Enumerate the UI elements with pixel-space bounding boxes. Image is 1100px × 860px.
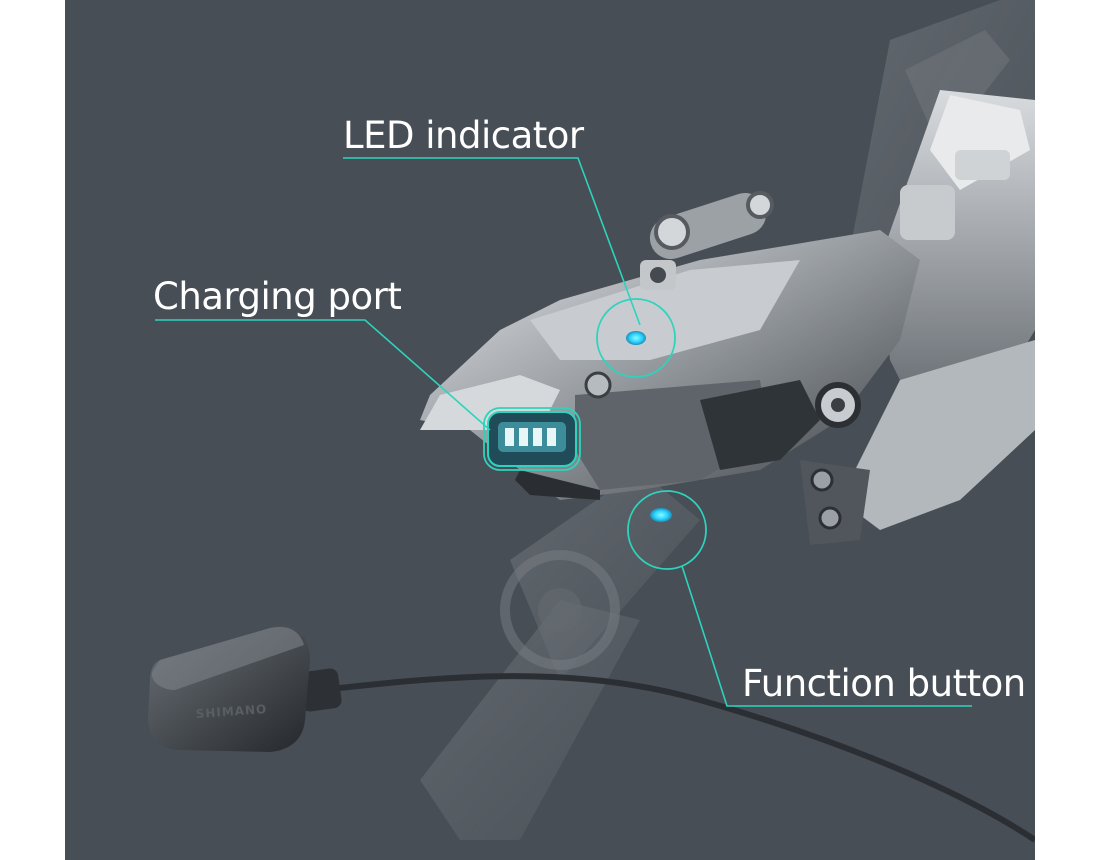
derailleur-bracket xyxy=(800,90,1035,545)
led-indicator-light xyxy=(626,331,646,345)
function-button-part xyxy=(650,508,672,522)
charger-brand: SHIMANO xyxy=(195,702,267,721)
charging-port-connector xyxy=(487,411,577,467)
function-highlight-ring xyxy=(627,490,707,570)
charging-cable xyxy=(319,673,1035,843)
diagram-canvas: SHIMANO LED indicator Charging port Func… xyxy=(148,0,1035,843)
led-indicator-label: LED indicator xyxy=(343,114,585,157)
function-button-label: Function button xyxy=(742,662,1026,705)
charging-port-label: Charging port xyxy=(153,275,401,318)
product-diagram: SHIMANO LED indicator Charging port Func… xyxy=(65,0,1035,860)
callout-leaders xyxy=(155,157,972,707)
led-leader-line xyxy=(343,157,641,326)
led-highlight-ring xyxy=(596,298,676,378)
charging-highlight-ring xyxy=(483,407,581,471)
charger-plug: SHIMANO xyxy=(148,626,342,752)
charging-leader-line xyxy=(155,319,491,431)
function-leader-line xyxy=(681,565,972,707)
